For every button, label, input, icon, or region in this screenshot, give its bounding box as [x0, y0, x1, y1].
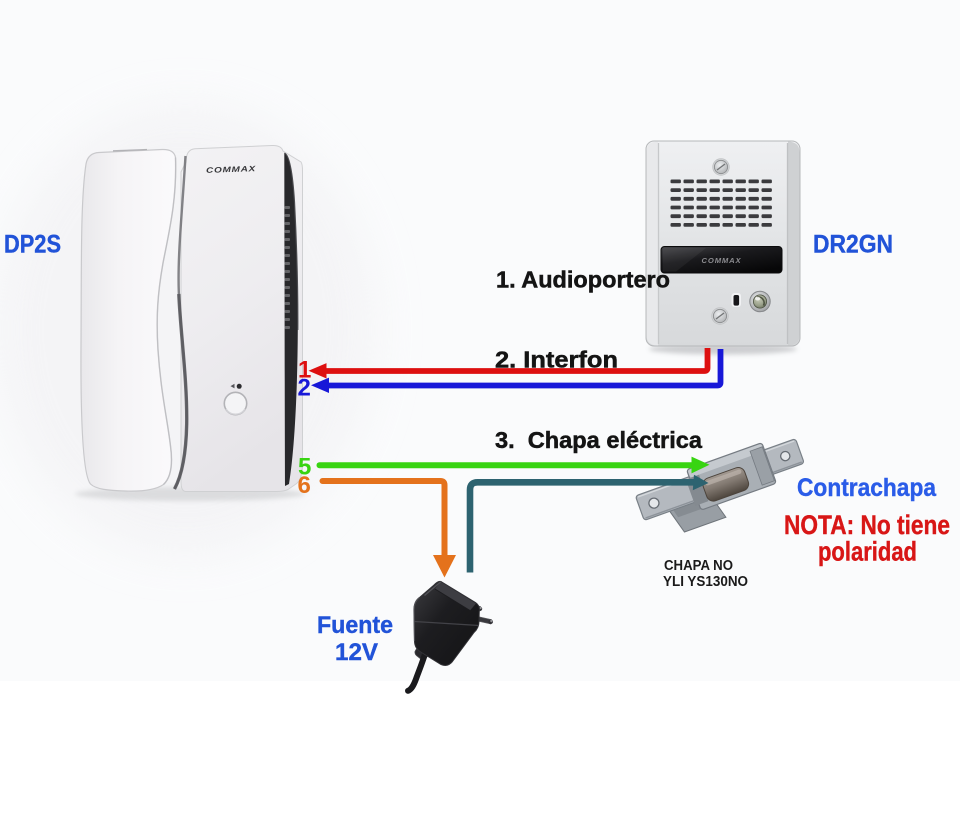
- svg-text:6: 6: [298, 472, 311, 499]
- svg-text:COMMAX: COMMAX: [206, 164, 257, 175]
- svg-text:DR2GN: DR2GN: [813, 231, 893, 259]
- svg-text:COMMAX: COMMAX: [702, 258, 743, 265]
- svg-text:3. Chapa eléctrica: 3. Chapa eléctrica: [495, 427, 703, 453]
- svg-text:5: 5: [298, 453, 311, 480]
- svg-text:2: 2: [298, 374, 311, 401]
- svg-text:1: 1: [298, 357, 311, 384]
- svg-text:NOTA: No tiene: NOTA: No tiene: [784, 510, 950, 540]
- svg-text:YLI YS130NO: YLI YS130NO: [663, 574, 748, 590]
- svg-text:Contrachapa: Contrachapa: [797, 474, 937, 502]
- svg-text:polaridad: polaridad: [818, 537, 917, 567]
- svg-text:2. Interfon: 2. Interfon: [495, 347, 618, 373]
- svg-text:1. Audioportero: 1. Audioportero: [496, 267, 670, 293]
- svg-text:12V: 12V: [335, 639, 378, 666]
- svg-text:CHAPA NO: CHAPA NO: [664, 558, 733, 574]
- svg-text:Fuente: Fuente: [317, 612, 393, 639]
- svg-text:DP2S: DP2S: [4, 231, 61, 259]
